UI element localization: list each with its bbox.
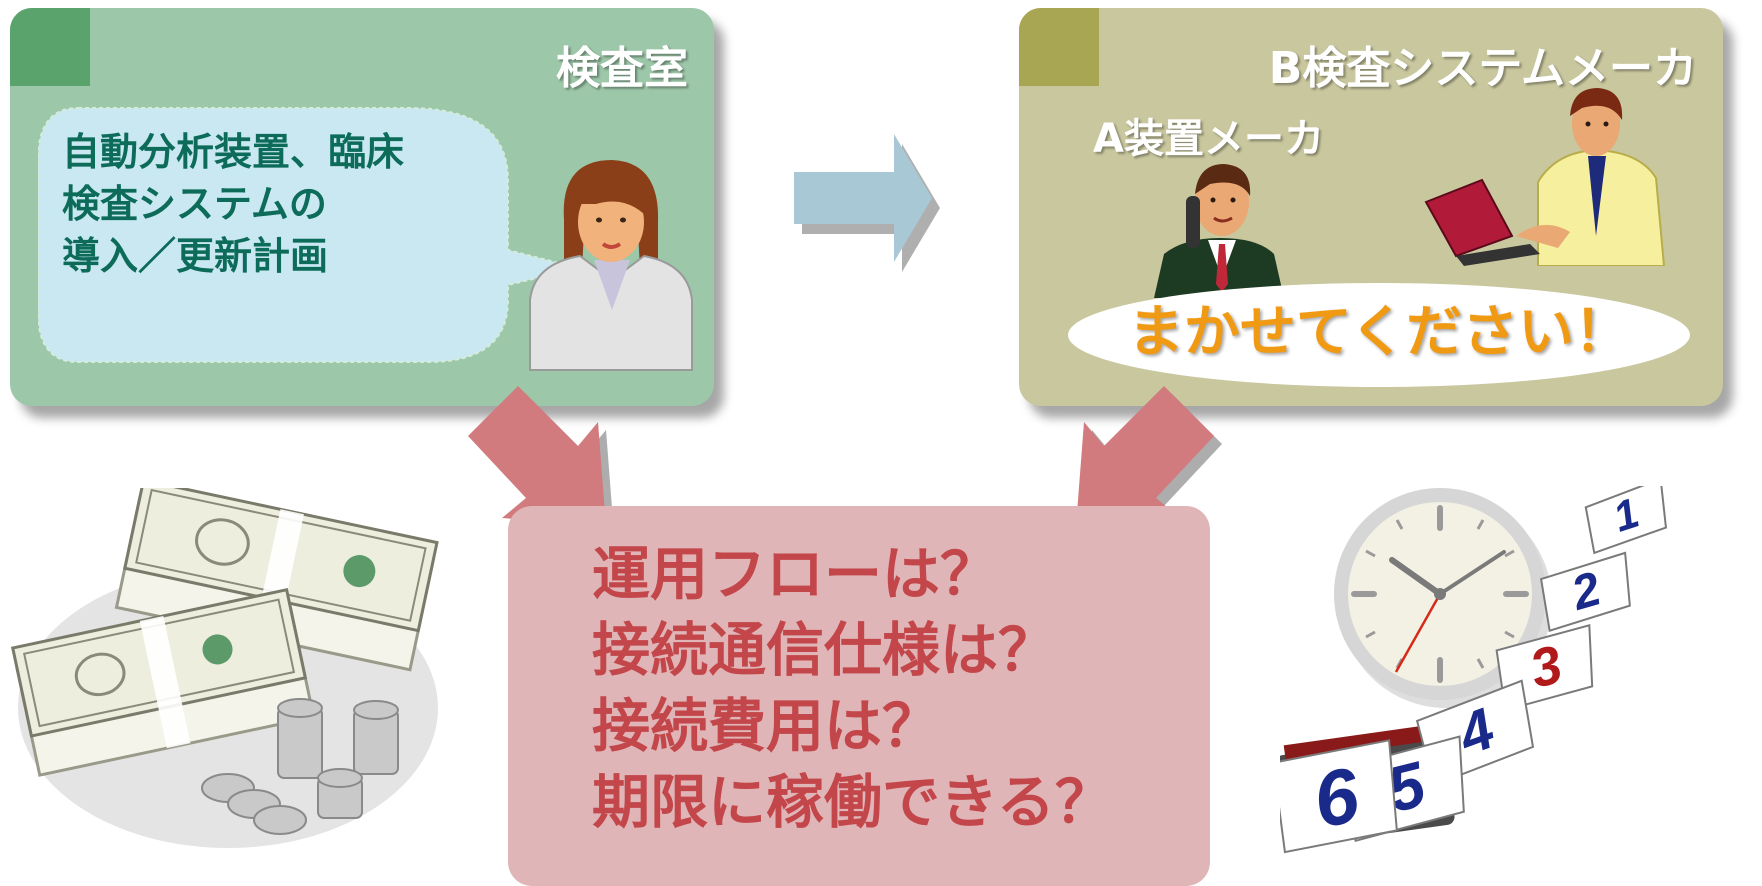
calendar-days-icon: 1 2 3 4 5 6 [1280, 486, 1668, 854]
question-item: 接続費用は？ [592, 692, 941, 760]
lab-plan-text: 自動分析装置、臨床 検査システムの 導入／更新計画 [62, 130, 405, 278]
vendor-panel-corner [1019, 8, 1099, 86]
money-cost-icon [10, 488, 439, 848]
question-item: 接続通信仕様は？ [592, 616, 1057, 684]
flow-arrow-right-icon [794, 134, 940, 272]
vendor-speech-text: まかせてください！ [1127, 300, 1631, 365]
lab-panel-title: 検査室 [556, 43, 688, 94]
vendor-speech-ellipse [1068, 283, 1690, 387]
question-item: 期限に稼働できる？ [592, 768, 1113, 836]
questions-list: 運用フローは？ 接続通信仕様は？ 接続費用は？ 期限に稼働できる？ [592, 536, 1113, 840]
questions-box [508, 506, 1210, 886]
flow-arrow-down-right-icon [468, 386, 614, 534]
flow-arrow-down-left-icon [1076, 386, 1222, 534]
laptop-businessman-icon [1424, 88, 1666, 266]
phone-businessman-icon [1154, 164, 1284, 298]
lab-panel-corner [10, 8, 90, 86]
vendor-b-title: B検査システムメーカ [1268, 43, 1697, 94]
lab-technician-icon [529, 160, 693, 371]
lab-speech-bubble [38, 107, 579, 363]
vendor-a-label: A装置メーカ [1093, 116, 1324, 162]
question-item: 運用フローは？ [592, 540, 999, 608]
